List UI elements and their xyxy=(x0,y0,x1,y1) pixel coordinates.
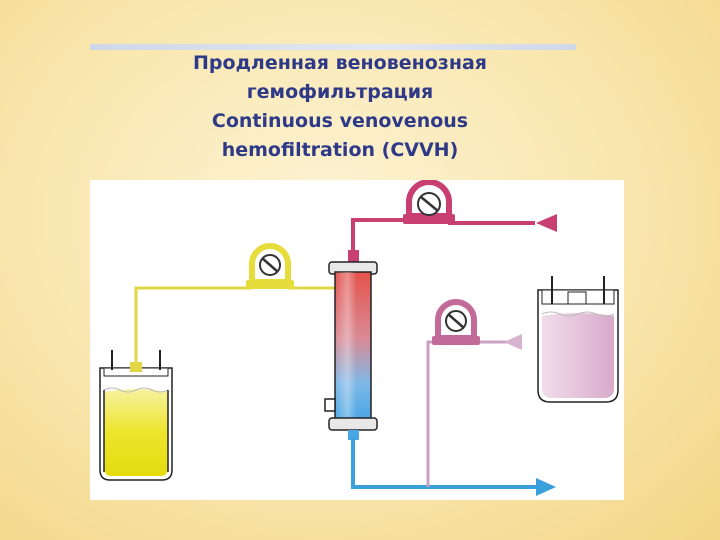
cvvh-diagram xyxy=(90,180,624,500)
arterial-blood-line xyxy=(348,218,535,264)
replacement-fluid-bag xyxy=(537,276,619,403)
title-decoration-bar xyxy=(90,44,576,50)
title-line-ru-2: гемофильтрация xyxy=(246,81,434,103)
blood-inlet-arrow xyxy=(536,214,557,232)
venous-return-line xyxy=(351,438,536,489)
ultrafiltrate-line xyxy=(134,286,336,370)
page-title: Продленная веновенозная гемофильтрация C… xyxy=(120,49,560,165)
hemofilter xyxy=(324,261,378,440)
replacement-fluid-pump xyxy=(432,299,480,345)
blood-pump xyxy=(403,180,455,224)
blood-outlet-arrow xyxy=(536,478,556,496)
replacement-arrow xyxy=(504,334,522,350)
replacement-fluid-line xyxy=(426,340,518,487)
ultrafiltrate-pump xyxy=(246,243,294,289)
filtrate-bag xyxy=(99,350,173,481)
title-line-ru-1: Продленная веновенозная xyxy=(193,52,487,74)
title-line-en-2: hemofiltration (CVVH) xyxy=(221,139,459,161)
cvvh-diagram-svg xyxy=(99,180,619,496)
title-line-en-1: Continuous venovenous xyxy=(211,110,469,132)
